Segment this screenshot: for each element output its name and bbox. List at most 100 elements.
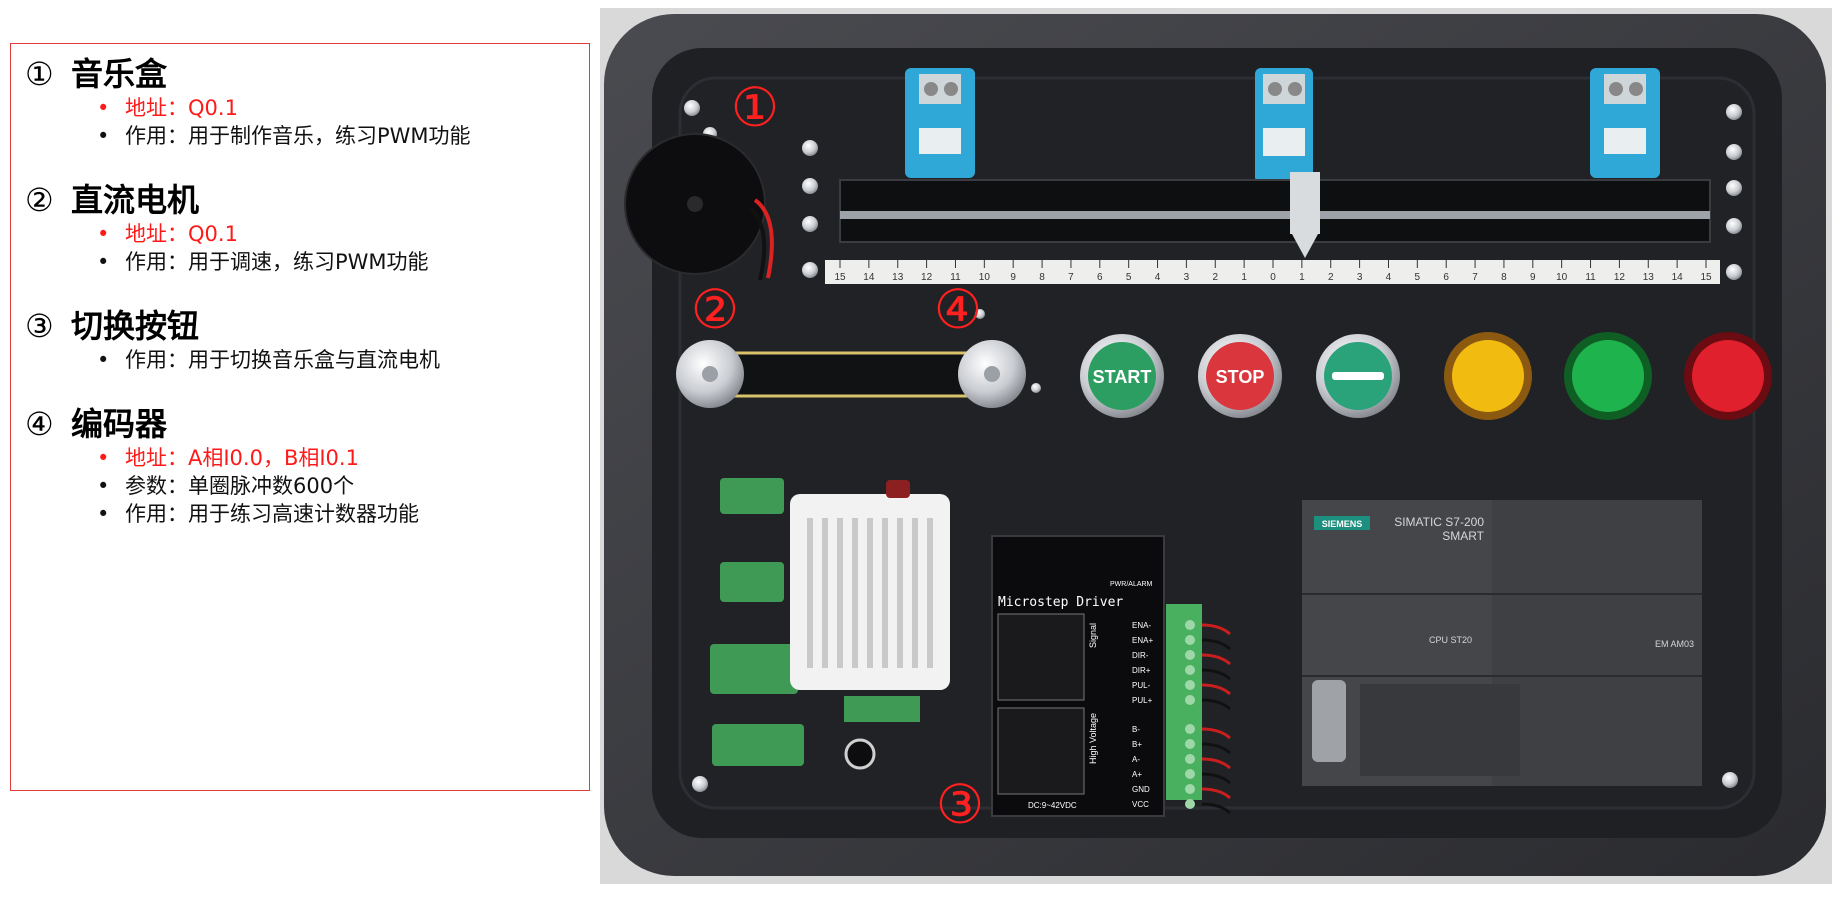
driver-pin-label: ENA- — [1132, 621, 1151, 630]
driver-pin-label: PUL+ — [1132, 696, 1153, 705]
terminal-screw — [1185, 784, 1195, 794]
stop-button-label: STOP — [1216, 367, 1265, 387]
section-title: 音乐盒 — [71, 55, 168, 93]
ruler-tick-label: 6 — [1097, 272, 1103, 283]
bullet-function: 作用：用于调速，练习PWM功能 — [97, 248, 585, 276]
ruler-tick-label: 6 — [1443, 272, 1449, 283]
ruler-tick-label: 8 — [1501, 272, 1507, 283]
terminal-screw — [1185, 799, 1195, 809]
terminal-wire — [1201, 653, 1232, 666]
section-title: 编码器 — [71, 405, 168, 443]
markers: ① ② ④ ③ — [691, 76, 984, 836]
section-dc-motor: ② 直流电机 地址：Q0.1 作用：用于调速，练习PWM功能 — [25, 180, 585, 276]
driver-pwr-label: PWR/ALARM — [1110, 581, 1153, 588]
driver-pin-label: GND — [1132, 785, 1150, 794]
driver-pin-label: DIR- — [1132, 651, 1149, 660]
terminal-screw — [1185, 754, 1195, 764]
section-title: 直流电机 — [71, 181, 200, 219]
bullet-list: 地址：Q0.1 作用：用于制作音乐，练习PWM功能 — [25, 94, 585, 150]
bullet-address: 地址：Q0.1 — [97, 94, 585, 122]
power-module — [790, 480, 950, 770]
terminal-screw — [1185, 680, 1195, 690]
ruler-tick-label: 4 — [1155, 272, 1161, 283]
terminal-wire — [1201, 638, 1232, 651]
driver-pin-label: VCC — [1132, 800, 1149, 809]
driver-signal-label: Signal — [1088, 623, 1098, 648]
ruler-tick-label: 15 — [834, 272, 846, 283]
plc-cpu-label: CPU ST20 — [1429, 635, 1472, 645]
driver-dc-label: DC:9~42VDC — [1028, 801, 1077, 810]
ruler-tick-label: 4 — [1386, 272, 1392, 283]
driver-pin-label: B+ — [1132, 740, 1142, 749]
marker-3: ③ — [936, 773, 984, 836]
terminal-wire — [1201, 668, 1232, 681]
marker-2: ② — [691, 278, 739, 341]
ruler-tick-label: 12 — [1614, 272, 1626, 283]
ruler-tick-label: 1 — [1299, 272, 1305, 283]
ruler-tick-label: 2 — [1328, 272, 1334, 283]
ruler-tick-label: 12 — [921, 272, 933, 283]
ruler-tick-label: 8 — [1039, 272, 1045, 283]
bullet-list: 地址：Q0.1 作用：用于调速，练习PWM功能 — [25, 220, 585, 276]
marker-1: ① — [731, 76, 779, 139]
section-heading: ④ 编码器 — [25, 404, 585, 444]
terminal-screw — [1185, 665, 1195, 675]
minus-icon — [1332, 372, 1384, 380]
ruler-tick-label: 5 — [1126, 272, 1132, 283]
driver-pin-label: PUL- — [1132, 681, 1151, 690]
terminal-wire — [1201, 683, 1232, 696]
ruler-tick-label: 15 — [1700, 272, 1712, 283]
driver-high-voltage-label: High Voltage — [1088, 713, 1098, 764]
driver-pin-label: DIR+ — [1132, 666, 1151, 675]
terminal-screw — [1185, 635, 1195, 645]
ruler-tick-label: 14 — [1672, 272, 1684, 283]
terminal-screw — [1185, 620, 1195, 630]
driver-title: Microstep Driver — [998, 595, 1123, 610]
section-number: ② — [25, 181, 54, 219]
terminal-wire — [1201, 757, 1232, 770]
ruler-tick-label: 13 — [1643, 272, 1655, 283]
ruler-tick-label: 1 — [1241, 272, 1247, 283]
driver-pin-label: ENA+ — [1132, 636, 1153, 645]
bullet-function: 作用：用于制作音乐，练习PWM功能 — [97, 122, 585, 150]
ruler-tick-label: 10 — [979, 272, 991, 283]
terminal-wire — [1201, 772, 1232, 785]
push-buttons: START STOP — [1080, 332, 1772, 420]
terminal-wire — [1201, 698, 1232, 711]
terminal-wire — [1201, 727, 1232, 740]
terminal-screw — [1185, 695, 1195, 705]
plc-model: SIMATIC S7-200 — [1394, 515, 1484, 529]
ruler-tick-label: 7 — [1068, 272, 1074, 283]
ruler-tick-label: 3 — [1357, 272, 1363, 283]
ruler-tick-label: 9 — [1530, 272, 1536, 283]
terminal-screw — [1185, 724, 1195, 734]
bullet-list: 地址：A相I0.0，B相I0.1 参数：单圈脉冲数600个 作用：用于练习高速计… — [25, 444, 585, 528]
proximity-sensors — [905, 68, 1660, 183]
driver-pin-label: A+ — [1132, 770, 1142, 779]
terminal-wire — [1201, 802, 1232, 815]
section-number: ④ — [25, 405, 54, 443]
ruler-tick-label: 7 — [1472, 272, 1478, 283]
ruler-tick-label: 13 — [892, 272, 904, 283]
plc-em-label: EM AM03 — [1655, 639, 1694, 649]
section-encoder: ④ 编码器 地址：A相I0.0，B相I0.1 参数：单圈脉冲数600个 作用：用于… — [25, 404, 585, 528]
motor-belt — [676, 340, 1026, 408]
terminal-wire — [1201, 787, 1232, 800]
driver-pin-label: A- — [1132, 755, 1140, 764]
plc-brand: SIEMENS — [1322, 519, 1363, 529]
ruler-tick-label: 14 — [863, 272, 875, 283]
linear-rail — [839, 172, 1711, 258]
bullet-function: 作用：用于切换音乐盒与直流电机 — [97, 346, 585, 374]
marker-4: ④ — [934, 278, 982, 341]
terminal-screw — [1185, 650, 1195, 660]
ruler-tick-label: 2 — [1212, 272, 1218, 283]
ruler-tick-label: 10 — [1556, 272, 1568, 283]
stepper-driver: Microstep Driver PWR/ALARM Signal High V… — [991, 535, 1232, 817]
